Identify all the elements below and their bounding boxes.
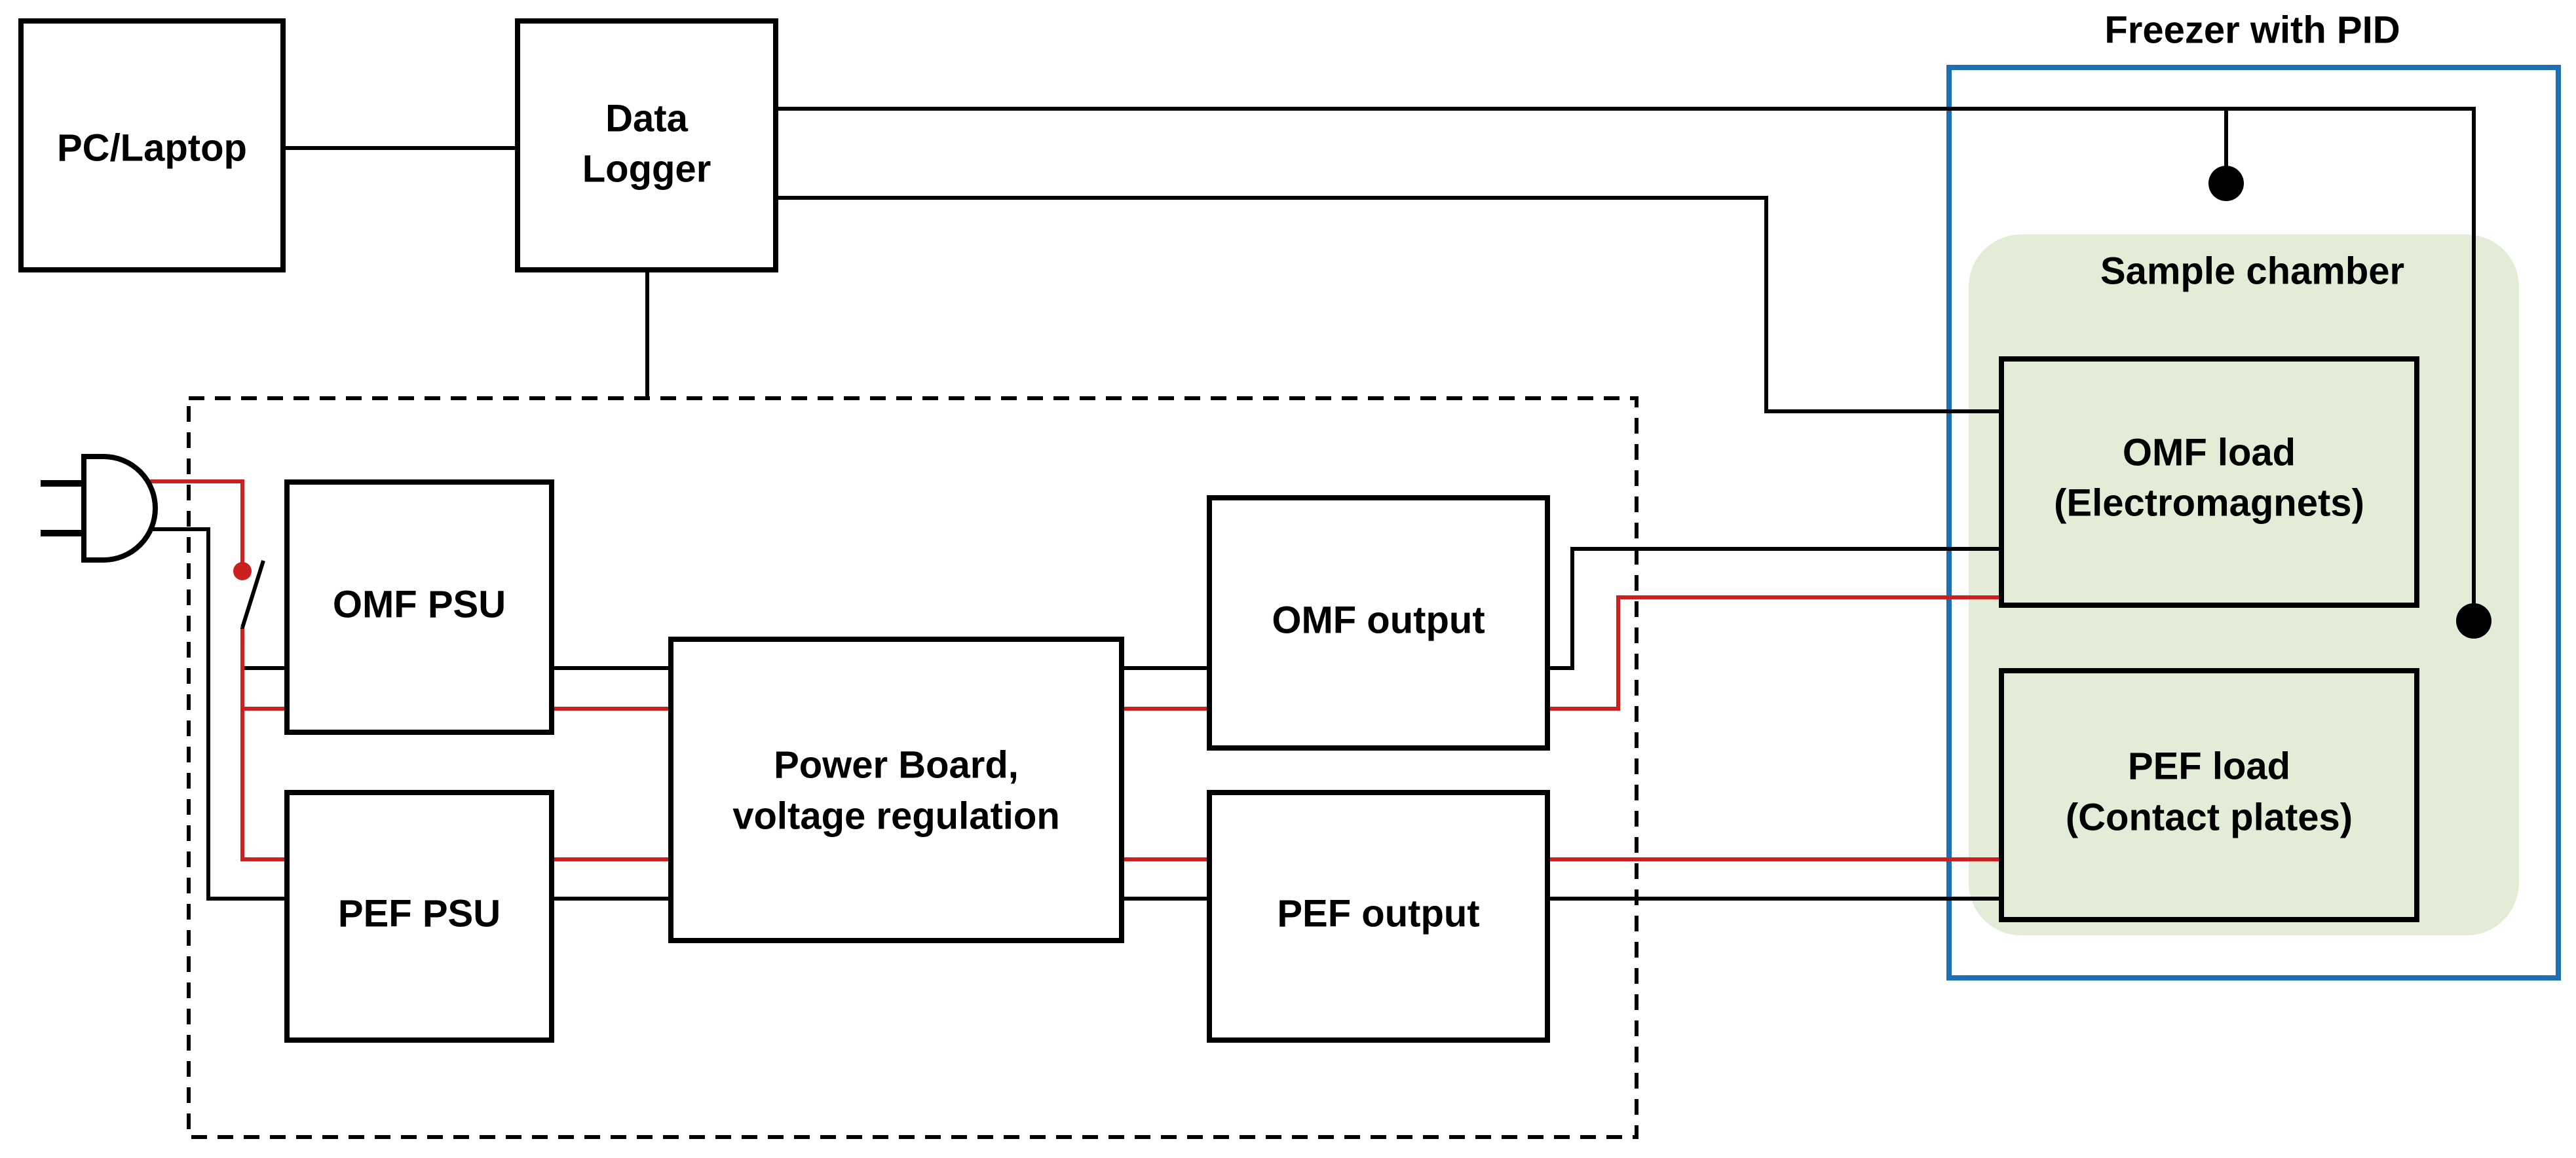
pef-load-box xyxy=(1999,668,2419,922)
data-logger-box xyxy=(515,18,778,272)
pef-load-label-line2: (Contact plates) xyxy=(2066,796,2353,838)
power-board-box xyxy=(668,637,1124,943)
switch-icon xyxy=(233,560,265,628)
omf-load-label-line2: (Electromagnets) xyxy=(2054,481,2364,524)
controller-enclosure xyxy=(187,396,1638,1139)
freezer-enclosure xyxy=(1946,65,2561,981)
power-plug-icon xyxy=(41,454,158,563)
sensor-probe-icon xyxy=(2208,166,2244,201)
omf-load-label-line1: OMF load xyxy=(2123,431,2296,474)
pc-laptop-label: PC/Laptop xyxy=(57,126,247,169)
sensor-probe-icon xyxy=(2456,603,2491,639)
red-wire-switch-psus xyxy=(240,629,287,861)
wire-plug-pef-psu xyxy=(145,527,287,901)
power-board-label-line2: voltage regulation xyxy=(732,794,1060,837)
red-wire-omf-output-load xyxy=(1547,595,2001,711)
omf-output-box xyxy=(1207,495,1550,751)
omf-psu-label: OMF PSU xyxy=(333,583,506,626)
omf-output-label: OMF output xyxy=(1272,599,1485,641)
black-wires xyxy=(145,107,2476,901)
wire-switch-omf-psu xyxy=(240,627,287,670)
pc-laptop-box xyxy=(18,18,286,272)
pef-output-label: PEF output xyxy=(1277,892,1479,935)
pef-psu-label: PEF PSU xyxy=(338,892,501,935)
power-board-label-line1: Power Board, xyxy=(774,743,1019,786)
pef-psu-box xyxy=(284,790,554,1043)
red-wires xyxy=(145,479,2001,861)
pef-output-box xyxy=(1207,790,1550,1043)
freezer-label: Freezer with PID xyxy=(2104,9,2400,51)
red-wire-plug-switch xyxy=(145,479,244,571)
data-logger-label-line1: Data xyxy=(605,97,688,140)
wire-logger-omf-load xyxy=(776,196,2001,413)
omf-psu-box xyxy=(284,479,554,735)
data-logger-label-line2: Logger xyxy=(582,147,711,190)
sample-chamber-label: Sample chamber xyxy=(2100,250,2404,292)
pef-load-label-line1: PEF load xyxy=(2128,745,2290,787)
wire-logger-temp-sensors xyxy=(776,107,2476,621)
wire-omf-output-load xyxy=(1547,547,2001,670)
omf-load-box xyxy=(1999,356,2419,608)
